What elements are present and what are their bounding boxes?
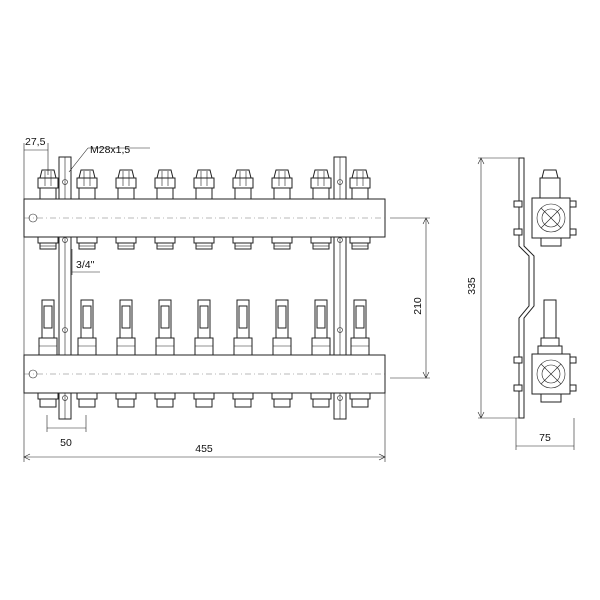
front-view [23, 156, 386, 420]
valve-cap [193, 169, 215, 200]
valve-cap [76, 169, 98, 200]
supply-outlet [349, 236, 371, 250]
return-outlet [271, 392, 293, 408]
thread-label: M28x1,5 [90, 144, 130, 156]
side-return-bar [513, 353, 577, 403]
valve-cap [310, 169, 332, 200]
return-outlet [76, 392, 98, 408]
total-height-label: 335 [466, 277, 478, 295]
flow-meter [38, 299, 58, 356]
valve-cap [271, 169, 293, 200]
dimension-labels: 27,5 M28x1,5 3/4" 210 50 455 335 75 [25, 136, 551, 455]
return-bar [23, 354, 386, 394]
supply-outlet [193, 236, 215, 250]
return-outlet [154, 392, 176, 408]
supply-outlet [115, 236, 137, 250]
side-view [513, 157, 577, 419]
outlet-pitch-label: 50 [60, 437, 72, 449]
side-bracket [518, 157, 535, 419]
return-outlet [115, 392, 137, 408]
nipple-offset-label: 27,5 [25, 136, 46, 148]
flow-meter [311, 299, 331, 356]
return-bar-port [28, 369, 38, 379]
supply-outlet [310, 236, 332, 250]
supply-outlet [232, 236, 254, 250]
side-valve-cap [539, 169, 561, 199]
total-width-label: 455 [195, 443, 213, 455]
return-outlet [310, 392, 332, 408]
flow-meter [77, 299, 97, 356]
flow-meter [350, 299, 370, 356]
valve-cap [349, 169, 371, 200]
depth-label: 75 [539, 432, 551, 444]
side-flow-meter [537, 299, 563, 355]
supply-bar [23, 198, 386, 238]
flow-meter [116, 299, 136, 356]
dimension-lines [23, 143, 575, 462]
flow-meter [194, 299, 214, 356]
supply-outlet [271, 236, 293, 250]
valve-cap [115, 169, 137, 200]
supply-outlet [154, 236, 176, 250]
return-outlet [37, 392, 59, 408]
supply-outlet [76, 236, 98, 250]
return-outlet [349, 392, 371, 408]
side-supply-bar [513, 197, 577, 247]
flow-meter [233, 299, 253, 356]
flow-meter [272, 299, 292, 356]
supply-outlet [37, 236, 59, 250]
return-outlet [193, 392, 215, 408]
connection-label: 3/4" [76, 259, 95, 271]
return-outlet [232, 392, 254, 408]
valve-cap [232, 169, 254, 200]
pipe-spacing-label: 210 [412, 297, 424, 315]
flow-meter [155, 299, 175, 356]
supply-bar-port [28, 213, 38, 223]
valve-cap [154, 169, 176, 200]
